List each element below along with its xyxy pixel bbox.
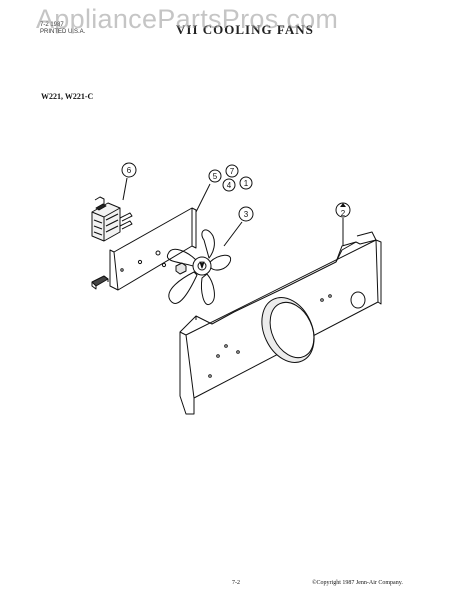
callout-leader-3	[223, 221, 243, 247]
callout-leader-5	[195, 183, 211, 213]
callout-2-label: 2	[341, 209, 346, 218]
callout-7: 7	[225, 164, 239, 178]
callout-4: 4	[222, 178, 236, 192]
header-reference: 7-2 1987 PRINTED U.S.A.	[40, 22, 85, 36]
callout-2: 2	[335, 202, 351, 218]
copyright: ©Copyright 1987 Jenn-Air Company.	[312, 580, 403, 586]
callout-7-label: 7	[230, 167, 235, 176]
callout-6: 6	[121, 162, 137, 178]
callout-2-marker-icon	[340, 203, 346, 207]
fan-motor	[91, 196, 133, 242]
page-number: 7-2	[232, 580, 240, 586]
fan-nut	[175, 262, 187, 275]
callout-3-label: 3	[244, 210, 249, 219]
callout-5-label: 5	[213, 172, 218, 181]
fan-blade	[166, 229, 232, 306]
watermark: AppliancePartsPros.com	[36, 4, 339, 34]
callout-4-label: 4	[227, 181, 232, 190]
header-reference-line2: PRINTED U.S.A.	[40, 29, 86, 35]
motor-bracket	[109, 207, 197, 291]
callout-6-label: 6	[127, 166, 132, 175]
callout-1: 1	[239, 176, 253, 190]
header-reference-line1: 7-2 1987	[40, 22, 64, 28]
callout-5: 5	[208, 169, 222, 183]
callout-3: 3	[238, 206, 254, 222]
model-label: W221, W221-C	[41, 92, 94, 101]
callout-1-label: 1	[244, 179, 249, 188]
page-title: VII COOLING FANS	[176, 22, 314, 37]
callout-leader-6	[122, 177, 128, 201]
fan-panel	[179, 231, 382, 415]
clip	[91, 275, 109, 290]
